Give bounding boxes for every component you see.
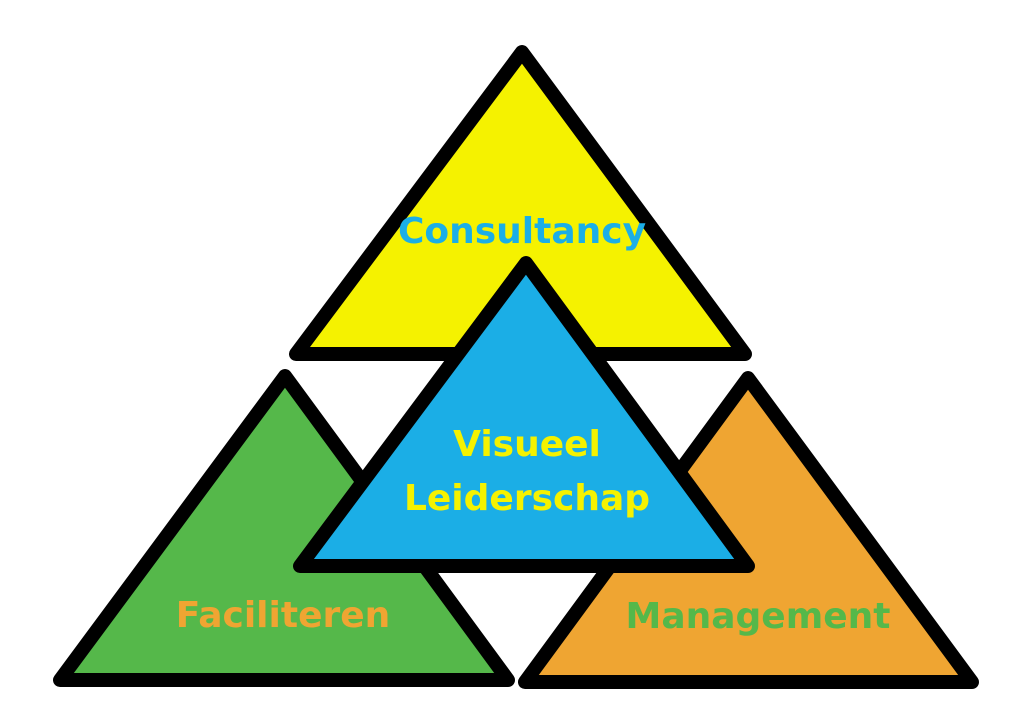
label-faciliteren: Faciliteren <box>176 595 391 636</box>
label-consultancy: Consultancy <box>398 211 646 252</box>
label-visueel: Visueel <box>453 424 601 465</box>
label-management: Management <box>626 596 891 637</box>
label-leiderschap: Leiderschap <box>404 478 650 519</box>
triangle-visueel-leiderschap <box>293 256 755 573</box>
